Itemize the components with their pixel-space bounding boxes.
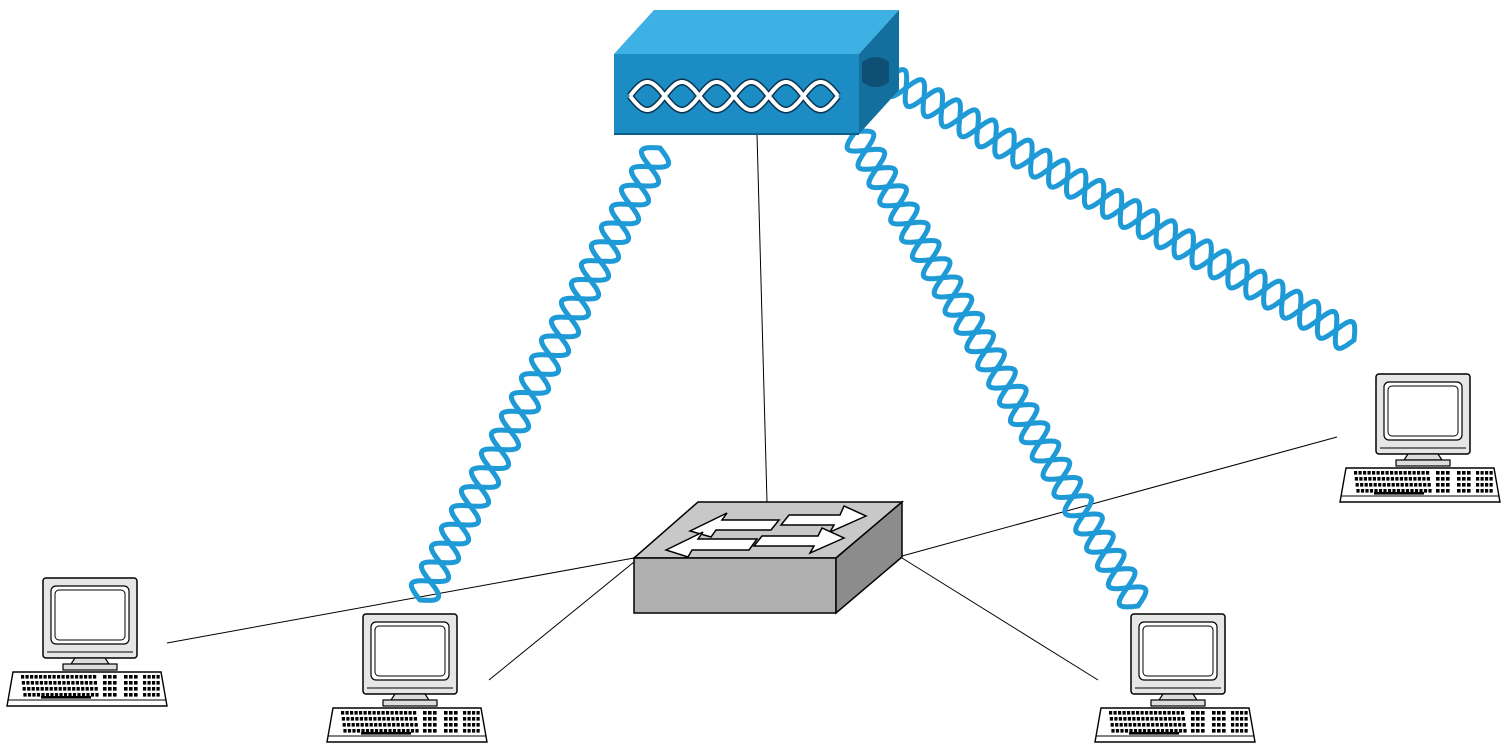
hub-top	[614, 10, 899, 54]
link-hub-switch	[756, 133, 768, 503]
workstations	[6, 373, 1501, 743]
link-switch-pc-left	[488, 561, 635, 681]
workstation-left[interactable]	[326, 613, 488, 743]
keyboard	[1094, 707, 1256, 743]
wireless-link-hub-pc-left	[408, 145, 672, 603]
keyboard	[326, 707, 488, 743]
link-switch-pc-right	[901, 557, 1099, 681]
workstation-right[interactable]	[1094, 613, 1256, 743]
switch-arrow-right-front	[752, 527, 846, 555]
wireless-link-hub-pc-far-right	[884, 67, 1358, 351]
hub-front-helix	[627, 78, 841, 114]
switch-front	[633, 557, 837, 614]
keyboard	[1339, 467, 1501, 503]
workstation-far-left[interactable]	[6, 577, 168, 707]
link-switch-pc-far-left	[166, 557, 635, 644]
workstation-far-right[interactable]	[1339, 373, 1501, 503]
wireless-link-hub-pc-right	[844, 128, 1149, 610]
keyboard	[6, 671, 168, 707]
wired-links	[166, 133, 1338, 681]
wireless-hub-icon[interactable]	[614, 10, 899, 135]
wireless-links	[408, 67, 1358, 610]
switch-arrow-right-back	[779, 505, 868, 534]
link-switch-pc-far-right	[901, 436, 1338, 557]
network-switch-icon[interactable]	[632, 500, 905, 615]
hub-port	[862, 57, 889, 87]
switch-arrow-left-front	[663, 531, 759, 558]
switch-side	[835, 500, 903, 615]
switch-arrow-left-back	[687, 512, 781, 538]
